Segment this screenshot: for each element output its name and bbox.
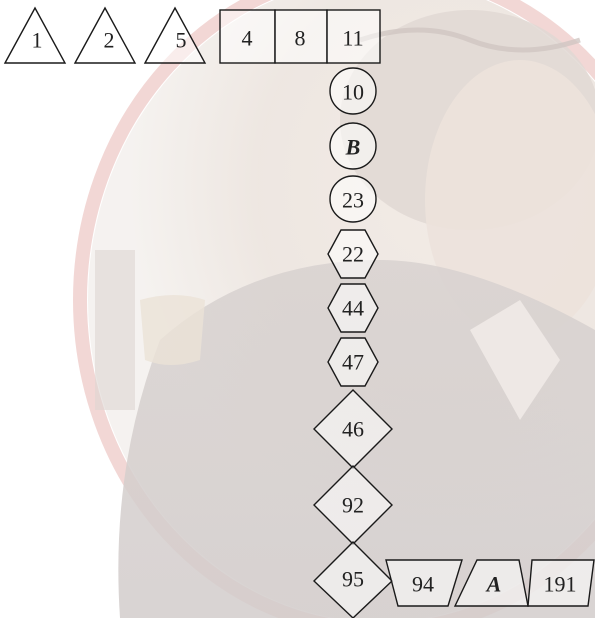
triangle-cell-3-label: 5: [176, 28, 187, 53]
hexagon-cell-1: 22: [328, 230, 378, 278]
square-cell-2: 8: [275, 10, 327, 63]
square-cell-3: 11: [327, 10, 380, 63]
trapezoid-cell-3: 191: [528, 560, 594, 606]
diamond-cell-2-label: 92: [342, 493, 364, 518]
triangle-cell-3: 5: [145, 8, 205, 63]
square-cell-1-label: 4: [242, 26, 253, 51]
trapezoid-cell-3-label: 191: [544, 572, 577, 597]
circle-cell-3-label: 23: [342, 188, 364, 213]
diamond-cell-3-label: 95: [342, 567, 364, 592]
diamond-cell-3: 95: [314, 542, 392, 618]
circle-cell-2-label: B: [345, 135, 361, 160]
diamond-cell-1: 46: [314, 390, 392, 468]
circle-cell-1: 10: [330, 68, 376, 114]
square-cell-2-label: 8: [295, 26, 306, 51]
hexagon-cell-3: 47: [328, 338, 378, 386]
triangle-cell-2: 2: [75, 8, 135, 63]
triangle-cell-1: 1: [5, 8, 65, 63]
hexagon-cell-2: 44: [328, 284, 378, 332]
trapezoid-cell-2-label: A: [485, 572, 502, 597]
triangle-cell-1-label: 1: [32, 28, 43, 53]
diamond-cell-2: 92: [314, 466, 392, 544]
hexagon-cell-2-label: 44: [342, 296, 364, 321]
square-cell-3-label: 11: [342, 26, 363, 51]
diamond-cell-1-label: 46: [342, 417, 364, 442]
square-cell-1: 4: [220, 10, 275, 63]
triangle-cell-2-label: 2: [104, 28, 115, 53]
circle-cell-3: 23: [330, 176, 376, 222]
trapezoid-cell-1: 94: [386, 560, 462, 606]
trapezoid-cell-2: A: [455, 560, 528, 606]
circle-cell-1-label: 10: [342, 80, 364, 105]
hexagon-cell-1-label: 22: [342, 242, 364, 267]
trapezoid-cell-1-label: 94: [412, 572, 434, 597]
hexagon-cell-3-label: 47: [342, 350, 364, 375]
circle-cell-2: B: [330, 123, 376, 169]
